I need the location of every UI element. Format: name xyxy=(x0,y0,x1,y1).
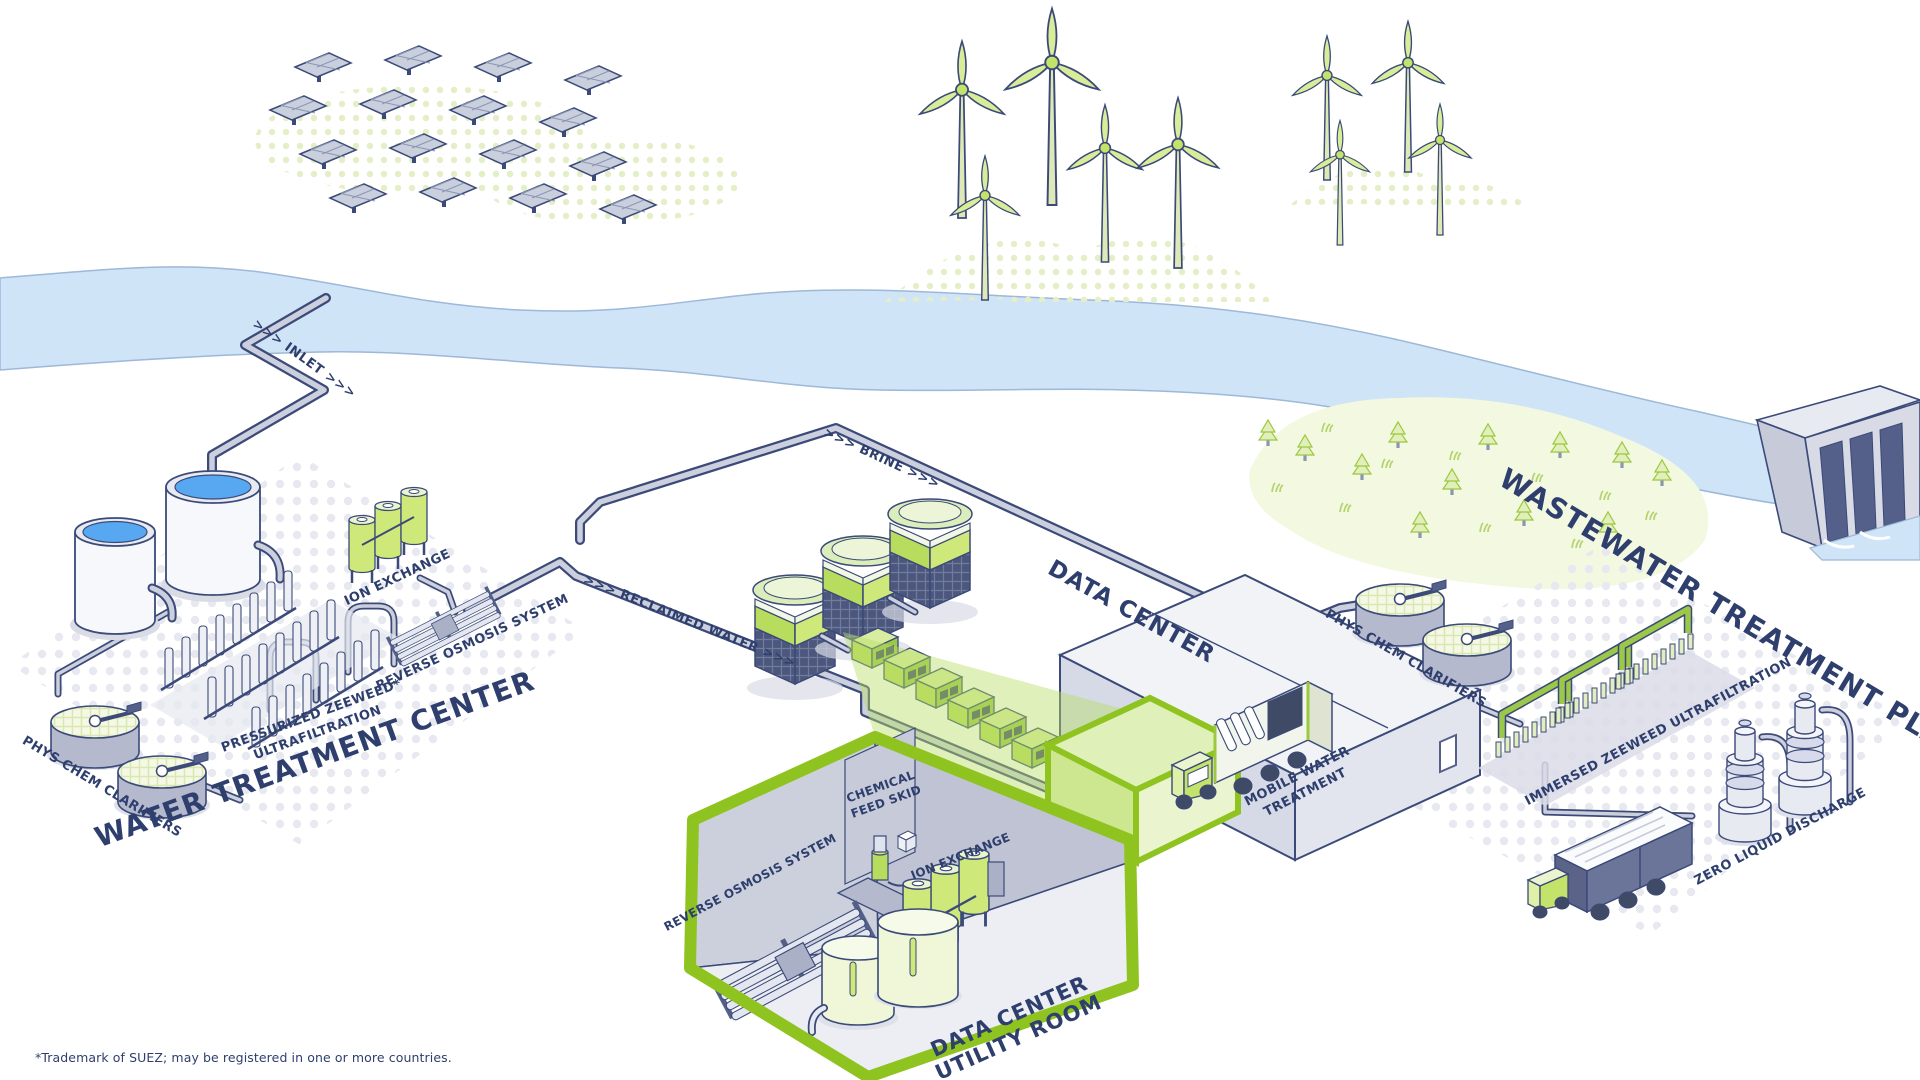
inlet-pipe xyxy=(207,293,331,479)
wind-turbine xyxy=(1406,103,1474,236)
wtc-ion-exchange-tanks xyxy=(347,486,429,585)
wind-turbine xyxy=(1369,20,1447,173)
trademark-footnote: *Trademark of SUEZ; may be registered in… xyxy=(35,1050,452,1065)
solar-panel xyxy=(293,51,353,84)
raw-water-tank xyxy=(70,517,177,640)
water-treatment-center xyxy=(45,470,504,822)
brine-flow-label: >>> BRINE >>> xyxy=(821,425,942,492)
hydro-dam xyxy=(1754,385,1920,561)
truck-cab xyxy=(1170,751,1217,810)
cooling-towers xyxy=(746,498,979,701)
hexagon-border xyxy=(684,731,1139,1080)
meadow xyxy=(1249,397,1709,590)
reclaimed-water-pipe xyxy=(463,557,1100,813)
wind-farm xyxy=(885,7,1532,302)
solar-farm xyxy=(255,44,740,226)
utility-room-callout xyxy=(684,727,1139,1080)
building-door xyxy=(1439,733,1457,774)
wastewater-treatment-plant xyxy=(1350,578,1850,921)
mobile-water-treatment-truck xyxy=(1170,680,1334,810)
wind-turbine xyxy=(917,40,1007,219)
solids-truck xyxy=(1526,806,1694,921)
raw-water-tank xyxy=(161,470,285,602)
immersed-uf-racks xyxy=(1478,609,1755,806)
wind-turbine xyxy=(1002,7,1102,206)
room-storage-tanks xyxy=(807,908,962,1036)
pressurized-uf-racks xyxy=(150,570,400,751)
